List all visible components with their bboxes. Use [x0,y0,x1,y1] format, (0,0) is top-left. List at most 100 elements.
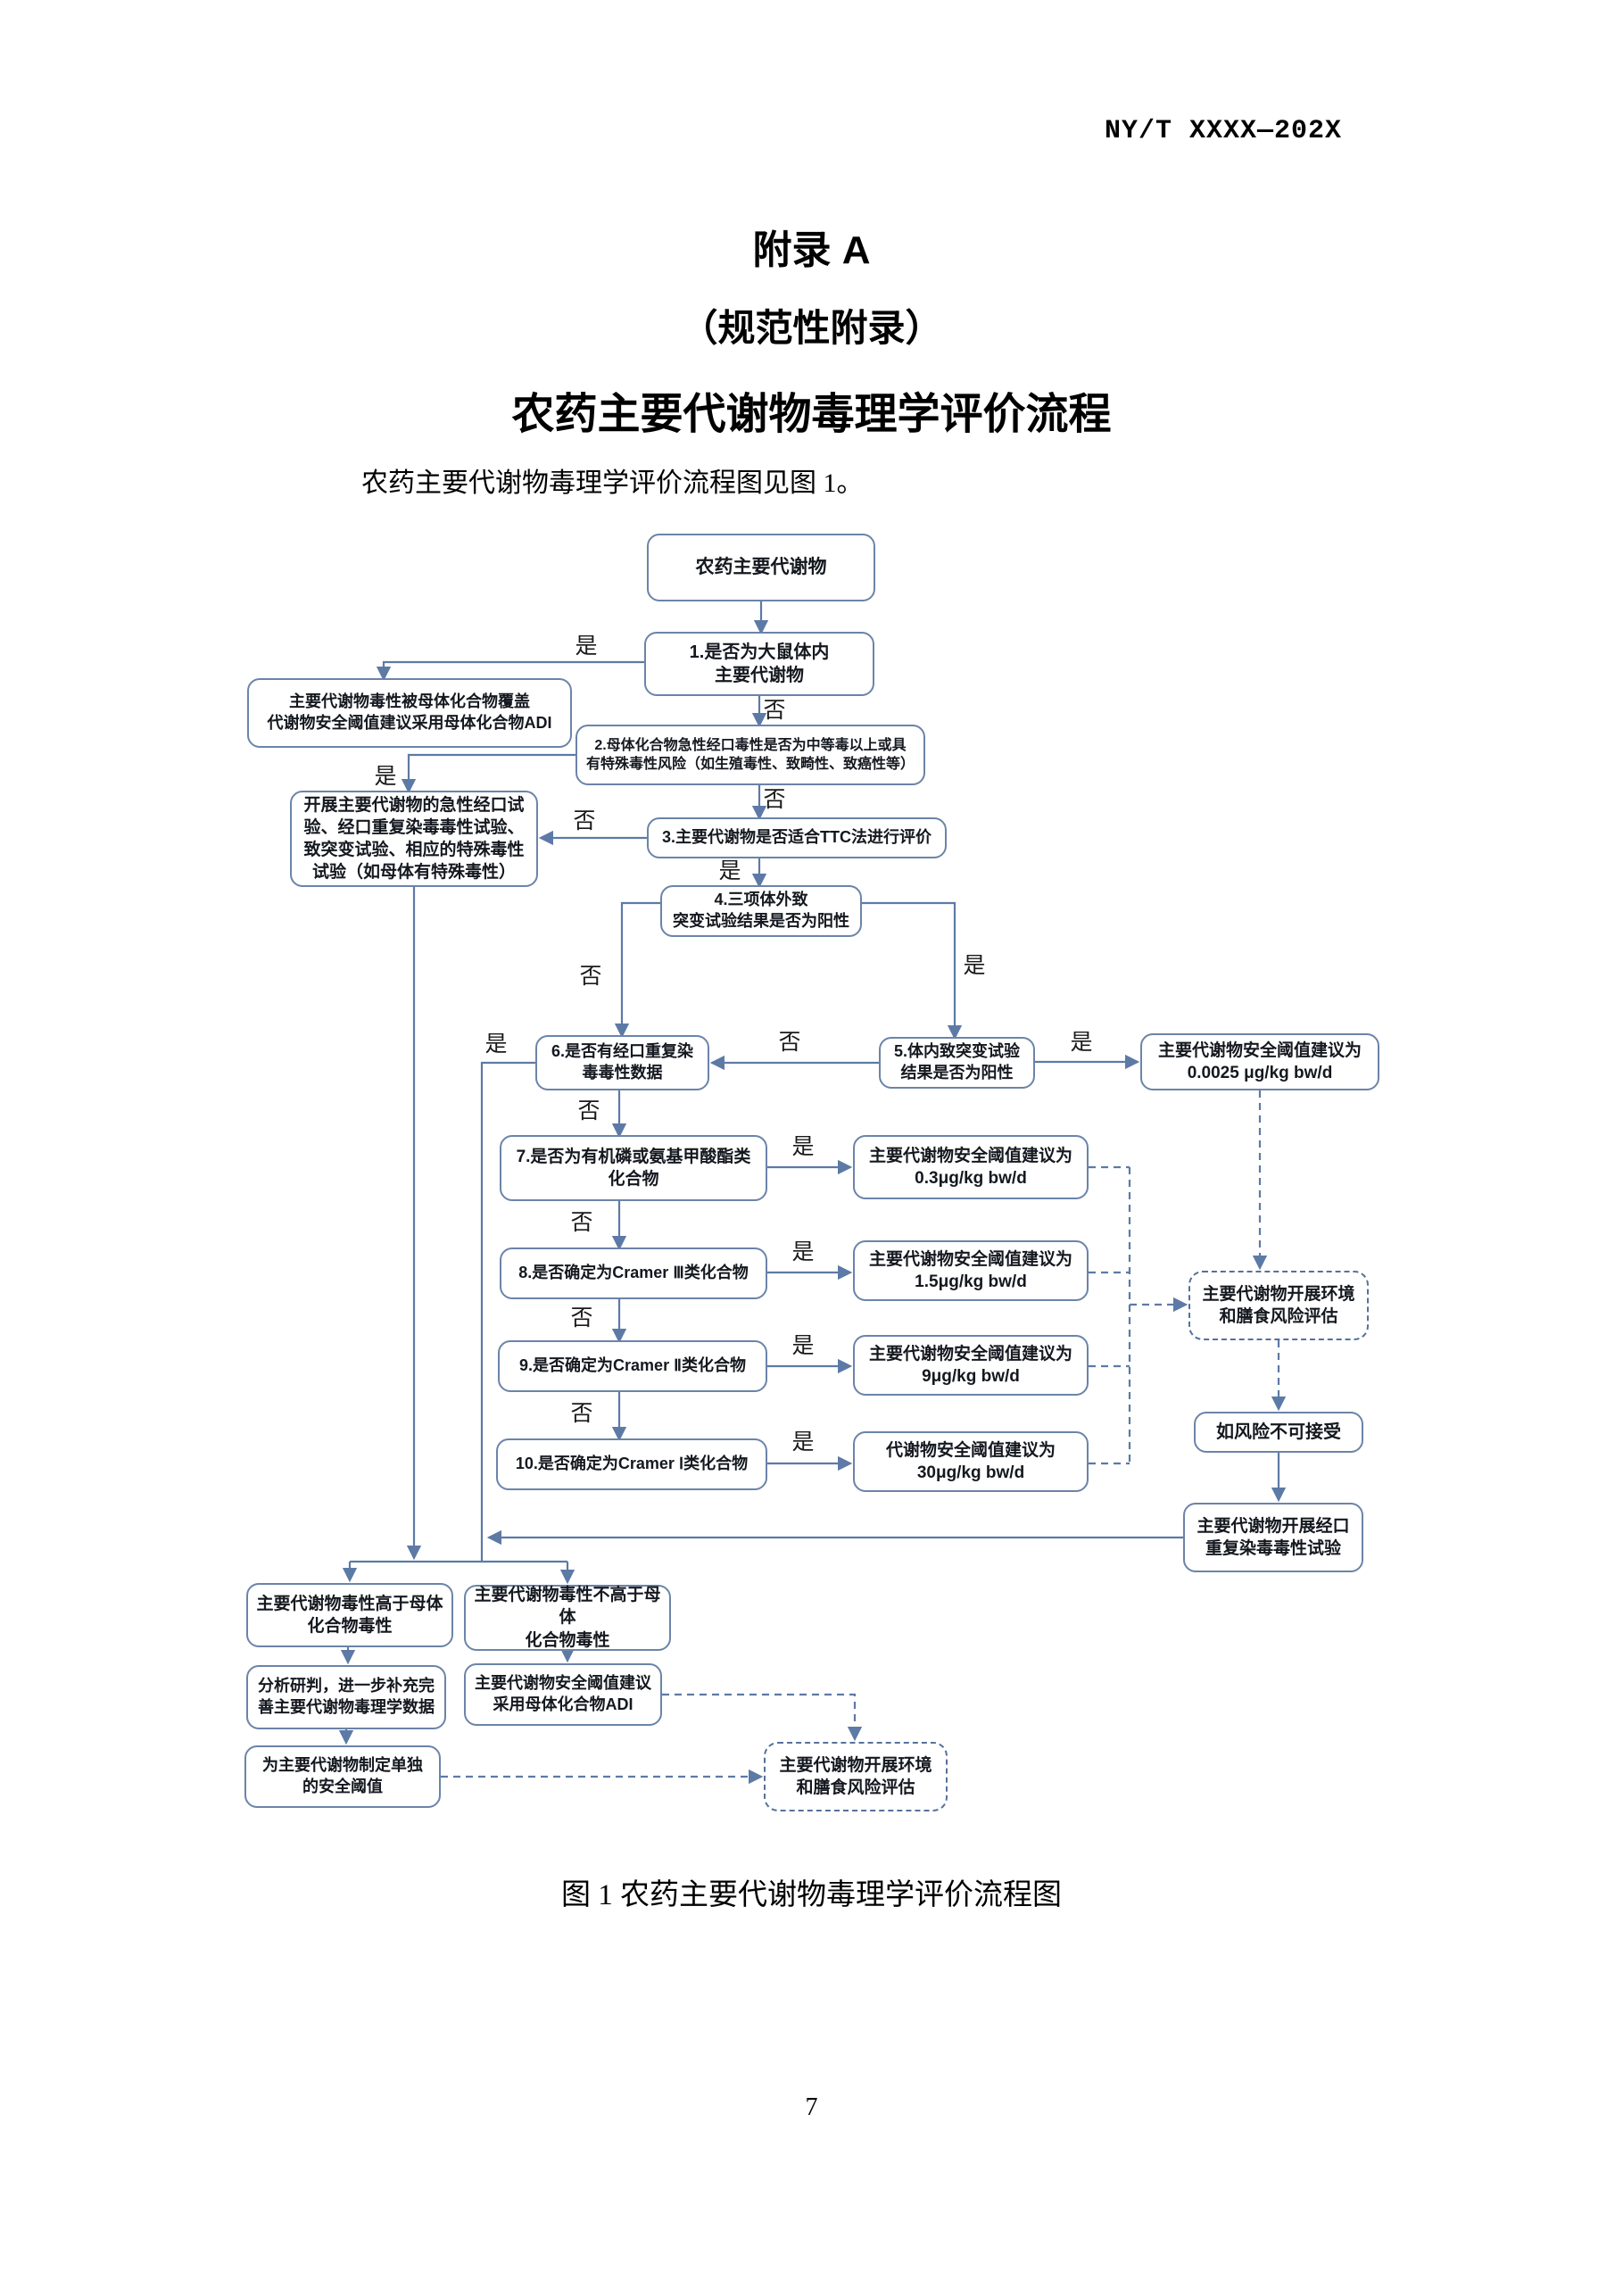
node-tox-higher: 主要代谢物毒性高于母体化合物毒性 [246,1583,453,1647]
edge-q4-no-to-q6 [614,901,660,1039]
node-env-risk-2-line: 和膳食风险评估 [796,1778,915,1797]
node-risk-unacceptable-line: 如风险不可接受 [1216,1422,1341,1442]
node-q10-line: 10.是否确定为Cramer Ⅰ类化合物 [515,1455,749,1473]
intro-paragraph: 农药主要代谢物毒理学评价流程图见图 1。 [361,468,864,498]
node-env-risk-2-line: 主要代谢物开展环境 [779,1755,932,1775]
node-q7-line: 化合物 [608,1170,659,1189]
label-q5-no: 否 [778,1030,801,1055]
node-q3-line: 3.主要代谢物是否适合TTC法进行评价 [662,828,932,847]
node-q6-line: 毒毒性数据 [582,1064,663,1082]
node-env-risk-2: 主要代谢物开展环境和膳食风险评估 [764,1742,948,1811]
node-covered-adi-line: 代谢物安全阈值建议采用母体化合物ADI [267,714,552,732]
node-env-risk-1: 主要代谢物开展环境和膳食风险评估 [1188,1271,1369,1340]
node-analyze-supplement-line: 分析研判，进一步补充完 [258,1677,435,1695]
node-q6-line: 6.是否有经口重复染 [551,1042,693,1061]
node-q4: 4.三项体外致突变试验结果是否为阳性 [660,885,862,937]
node-start: 农药主要代谢物 [647,534,875,601]
label-q4-yes: 是 [963,953,986,978]
node-tox-not-higher-line: 主要代谢物毒性不高于母体 [474,1586,661,1628]
node-q9: 9.是否确定为Cramer Ⅱ类化合物 [498,1340,767,1392]
node-q8: 8.是否确定为Cramer Ⅲ类化合物 [500,1247,767,1299]
node-covered-adi: 主要代谢物毒性被母体化合物覆盖代谢物安全阈值建议采用母体化合物ADI [247,678,572,748]
node-adopt-parent-adi-line: 主要代谢物安全阈值建议 [475,1674,651,1693]
node-t03-line: 主要代谢物安全阈值建议为 [868,1146,1072,1165]
node-tox-not-higher-line: 化合物毒性 [525,1630,610,1650]
node-t00025-line: 主要代谢物安全阈值建议为 [1157,1040,1362,1060]
edge-adi-to-env2 [662,1693,863,1742]
node-repeat-test: 主要代谢物开展经口重复染毒毒性试验 [1183,1503,1363,1572]
node-tox-not-higher: 主要代谢物毒性不高于母体化合物毒性 [464,1585,671,1651]
node-t00025-line: 0.0025 μg/kg bw/d [1187,1064,1333,1082]
appendix-title: 农药主要代谢物毒理学评价流程 [511,391,1112,438]
node-q8-line: 8.是否确定为Cramer Ⅲ类化合物 [518,1264,749,1282]
edge-q2-yes-to-tests [401,753,576,794]
node-conduct-tests-line: 致突变试验、相应的特殊毒性 [303,841,525,859]
node-q7-line: 7.是否为有机磷或氨基甲酸酯类 [516,1147,751,1166]
node-q1-line: 1.是否为大鼠体内 [689,642,830,662]
label-q9-yes: 是 [791,1333,815,1358]
edge-q6-yes-down [480,1061,535,1562]
figure-caption: 图 1 农药主要代谢物毒理学评价流程图 [561,1879,1062,1911]
label-q3-yes: 是 [718,858,741,883]
node-env-risk-1-line: 和膳食风险评估 [1219,1307,1338,1326]
node-tox-higher-line: 化合物毒性 [307,1617,393,1636]
edge-q1-yes-to-covered [376,660,644,682]
node-risk-unacceptable: 如风险不可接受 [1194,1412,1363,1453]
label-q3-no: 否 [573,808,596,833]
node-q10: 10.是否确定为Cramer Ⅰ类化合物 [496,1438,767,1490]
node-covered-adi-line: 主要代谢物毒性被母体化合物覆盖 [289,692,530,711]
node-conduct-tests-line: 验、经口重复染毒毒性试验、 [303,817,525,837]
node-env-risk-1-line: 主要代谢物开展环境 [1202,1284,1355,1304]
label-q5-yes: 是 [1070,1030,1093,1055]
node-q1: 1.是否为大鼠体内主要代谢物 [644,632,874,696]
node-analyze-supplement-line: 善主要代谢物毒理学数据 [258,1698,435,1716]
node-analyze-supplement: 分析研判，进一步补充完善主要代谢物毒理学数据 [246,1665,446,1729]
node-t15: 主要代谢物安全阈值建议为 1.5μg/kg bw/d [853,1240,1089,1301]
label-q10-yes: 是 [791,1430,815,1455]
node-t15-line: 主要代谢物安全阈值建议为 [868,1249,1072,1269]
node-q4-line: 4.三项体外致 [714,891,808,909]
label-q6-yes: 是 [484,1032,508,1057]
node-t00025: 主要代谢物安全阈值建议为 0.0025 μg/kg bw/d [1140,1033,1379,1090]
node-t03-line: 0.3μg/kg bw/d [915,1169,1027,1188]
label-q8-no: 否 [570,1305,593,1330]
label-q4-no: 否 [579,964,602,989]
node-t03: 主要代谢物安全阈值建议为 0.3μg/kg bw/d [853,1135,1089,1199]
node-conduct-tests-line: 开展主要代谢物的急性经口试 [303,795,525,815]
node-t9-line: 9μg/kg bw/d [922,1367,1020,1386]
node-separate-threshold: 为主要代谢物制定单独的安全阈值 [244,1745,441,1808]
label-q2-no: 否 [763,787,786,812]
label-q7-yes: 是 [791,1134,815,1159]
node-separate-threshold-line: 的安全阈值 [302,1778,383,1795]
appendix-type: （规范性附录） [680,307,943,349]
node-q7: 7.是否为有机磷或氨基甲酸酯类化合物 [500,1135,767,1201]
node-repeat-test-line: 重复染毒毒性试验 [1205,1539,1341,1558]
node-t30: 代谢物安全阈值建议为 30μg/kg bw/d [853,1431,1089,1492]
node-q2: 2.母体化合物急性经口毒性是否为中等毒以上或具有特殊毒性风险（如生殖毒性、致畸性… [576,725,925,785]
node-q5-line: 5.体内致突变试验 [893,1042,1020,1061]
standard-number-header: NY/T XXXX—202X [1104,116,1342,146]
label-q7-no: 否 [570,1210,593,1235]
node-t30-line: 30μg/kg bw/d [916,1463,1025,1482]
node-q3: 3.主要代谢物是否适合TTC法进行评价 [647,817,947,858]
node-q4-line: 突变试验结果是否为阳性 [673,912,849,930]
label-q1-yes: 是 [575,634,598,659]
edge-q4-yes-to-q5 [862,901,963,1040]
node-conduct-tests: 开展主要代谢物的急性经口试验、经口重复染毒毒性试验、致突变试验、相应的特殊毒性试… [290,791,538,887]
label-q9-no: 否 [570,1401,593,1426]
node-q5: 5.体内致突变试验结果是否为阳性 [879,1037,1035,1089]
label-q6-no: 否 [577,1098,600,1123]
appendix-label: 附录 A [752,228,871,272]
node-tox-higher-line: 主要代谢物毒性高于母体 [256,1594,443,1613]
node-t15-line: 1.5μg/kg bw/d [915,1272,1027,1291]
node-q2-line: 2.母体化合物急性经口毒性是否为中等毒以上或具 [594,737,907,753]
node-start-line: 农药主要代谢物 [695,557,827,578]
node-t30-line: 代谢物安全阈值建议为 [885,1440,1056,1460]
node-q9-line: 9.是否确定为Cramer Ⅱ类化合物 [519,1356,746,1375]
node-q6: 6.是否有经口重复染毒毒性数据 [535,1035,709,1090]
node-q2-line: 有特殊毒性风险（如生殖毒性、致畸性、致癌性等） [585,757,915,772]
